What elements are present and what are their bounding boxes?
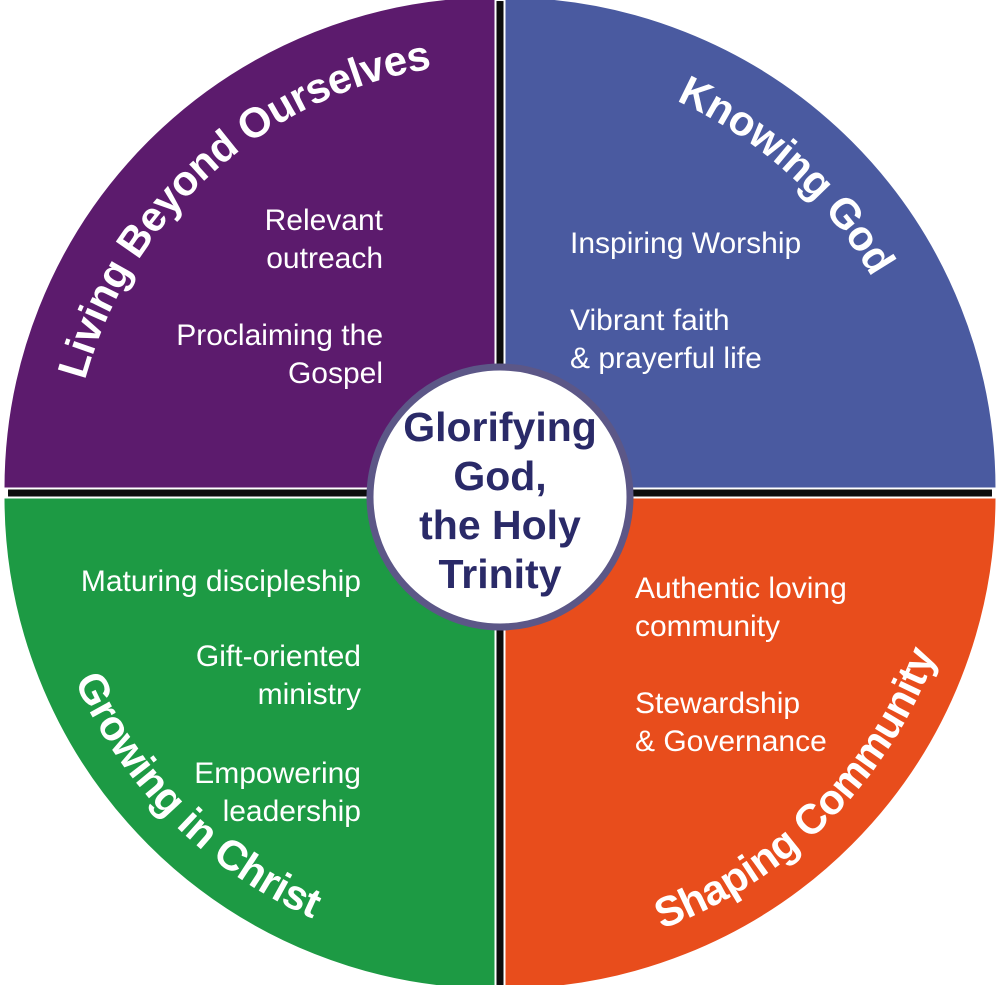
quadrant-sector-shaping-community [503, 496, 998, 985]
quadrant-sector-living-beyond-ourselves [2, 0, 497, 490]
item-line: Vibrant faith [570, 304, 730, 337]
item-empowering-leadership: Empowering leadership [194, 755, 361, 831]
item-line: Maturing discipleship [80, 565, 361, 598]
item-line: Relevant [264, 204, 383, 237]
center-title-line: Glorifying [403, 404, 597, 450]
center-circle [366, 363, 634, 631]
center-title-line: Trinity [438, 551, 562, 597]
item-line: ministry [257, 678, 361, 711]
item-authentic-loving-community: Authentic loving community [635, 570, 847, 646]
item-proclaiming-the-gospel: Proclaiming the Gospel [176, 317, 383, 393]
item-line: Inspiring Worship [570, 227, 802, 260]
item-line: Gift-oriented [195, 640, 361, 673]
quadrant-sector-growing-in-christ [2, 496, 497, 985]
item-gift-oriented-ministry: Gift-oriented ministry [196, 638, 361, 714]
quadrant-sector-knowing-god [503, 0, 998, 490]
item-line: Authentic loving [635, 572, 847, 605]
item-stewardship-governance: Stewardship & Governance [635, 685, 827, 761]
item-line: Gospel [287, 357, 383, 390]
item-vibrant-faith-prayerful-life: Vibrant faith & prayerful life [570, 302, 762, 378]
item-line: community [635, 610, 781, 643]
center-title: Glorifying God, the Holy Trinity [350, 403, 650, 599]
item-maturing-discipleship: Maturing discipleship [81, 563, 361, 601]
item-relevant-outreach: Relevant outreach [265, 202, 383, 278]
item-line: & prayerful life [570, 342, 762, 375]
item-line: Proclaiming the [176, 319, 383, 352]
center-title-line: the Holy [419, 502, 581, 548]
item-line: Empowering [194, 757, 361, 790]
item-line: outreach [266, 242, 383, 275]
center-title-line: God, [453, 453, 547, 499]
item-inspiring-worship: Inspiring Worship [570, 225, 801, 263]
item-line: & Governance [635, 725, 827, 758]
item-line: leadership [222, 795, 361, 828]
item-line: Stewardship [635, 687, 801, 720]
